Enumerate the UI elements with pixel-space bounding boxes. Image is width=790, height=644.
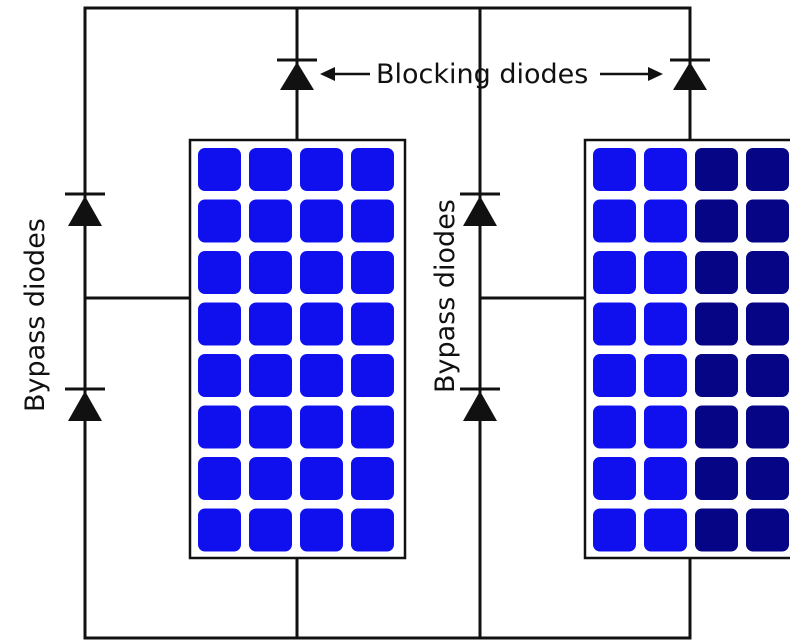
solar-cell [198,354,241,397]
solar-cell [695,302,738,346]
solar-cell [746,457,789,500]
solar-cell [249,199,292,243]
solar-cell [746,148,789,191]
solar-cell [249,354,292,397]
bypass-diode-left-bottom [65,387,105,421]
solar-cell [644,405,687,449]
solar-cell [198,508,241,552]
solar-cell [351,302,394,346]
solar-cell [300,199,343,243]
solar-cell [351,508,394,552]
solar-cell [746,354,789,397]
solar-panel-right [583,138,790,560]
solar-cell [695,199,738,243]
solar-cell [695,405,738,449]
solar-cell [593,251,636,294]
solar-cell [644,251,687,294]
solar-cell [300,251,343,294]
solar-cell [695,508,738,552]
solar-cell [644,457,687,500]
solar-cell [198,457,241,500]
solar-cell [746,302,789,346]
panel-cells [593,148,789,552]
solar-cell [695,354,738,397]
solar-cell [300,148,343,191]
solar-cell [746,251,789,294]
solar-cell [746,508,789,552]
solar-cell [593,354,636,397]
solar-cell [249,302,292,346]
solar-panel-left [188,138,407,560]
solar-cell [198,251,241,294]
arrow-right-icon [648,67,663,81]
solar-cell [746,199,789,243]
blocking-diodes-label: Blocking diodes [376,59,588,90]
solar-cell [351,251,394,294]
blocking-label-group: Blocking diodes [320,59,663,90]
bypass-diodes-label-left: Bypass diodes [20,218,51,412]
solar-cell [593,302,636,346]
solar-cell [249,457,292,500]
solar-cell [644,354,687,397]
bypass-diode-right-bottom [460,387,500,421]
arrow-left-icon [320,67,335,81]
bypass-diodes-label-right: Bypass diodes [430,199,461,393]
panel-cells [198,148,394,552]
bypass-diode-right-top [460,192,500,226]
solar-cell [300,302,343,346]
solar-cell [198,199,241,243]
solar-cell [351,148,394,191]
solar-cell [198,302,241,346]
solar-cell [644,148,687,191]
solar-cell [593,148,636,191]
solar-cell [300,405,343,449]
solar-cell [249,405,292,449]
solar-cell [198,405,241,449]
solar-cell [593,508,636,552]
solar-cell [300,457,343,500]
solar-cell [249,508,292,552]
solar-cell [351,354,394,397]
solar-cell [593,405,636,449]
solar-cell [249,148,292,191]
solar-cell [351,199,394,243]
solar-cell [644,302,687,346]
solar-cell [198,148,241,191]
solar-cell [249,251,292,294]
solar-cell [300,354,343,397]
solar-cell [351,457,394,500]
solar-cell [593,457,636,500]
solar-cell [300,508,343,552]
solar-cell [746,405,789,449]
solar-cell [695,457,738,500]
solar-cell [644,199,687,243]
solar-cell [695,148,738,191]
solar-cell [695,251,738,294]
solar-cell [351,405,394,449]
solar-cell [644,508,687,552]
blocking-diode-right [670,58,710,90]
bypass-diode-left-top [65,192,105,226]
solar-cell [593,199,636,243]
blocking-diode-left [277,58,317,90]
